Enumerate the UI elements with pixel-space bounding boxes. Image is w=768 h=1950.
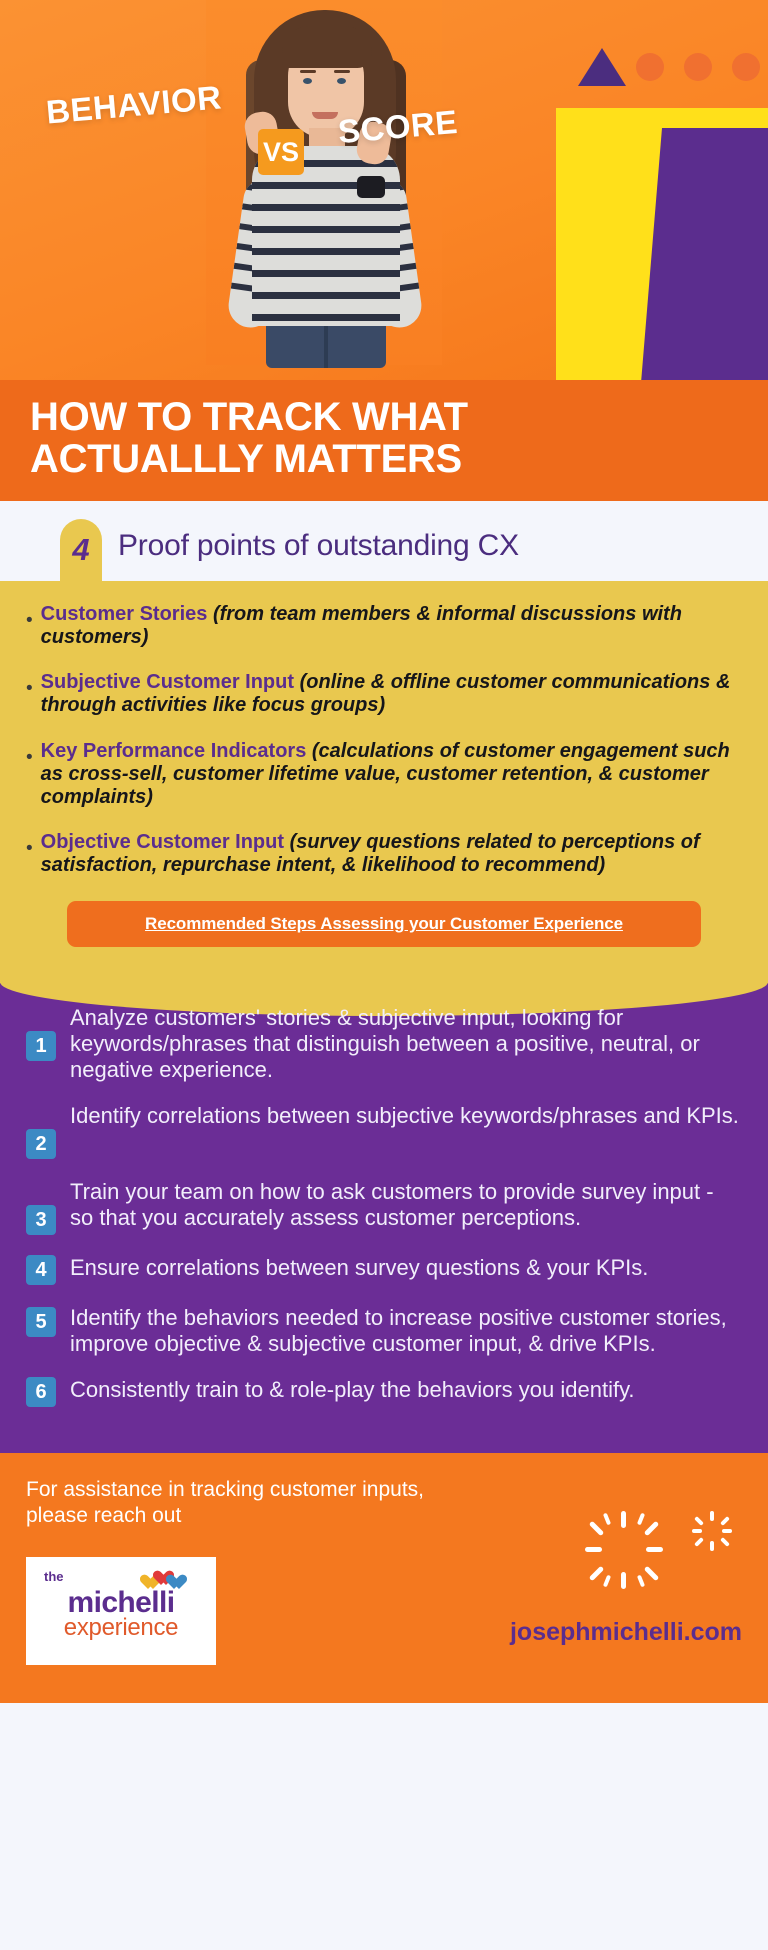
step-number-badge: 6 [26,1377,56,1408]
proof-points-section: • Customer Stories (from team members & … [0,580,768,984]
page-title: HOW TO TRACK WHAT ACTUALLLY MATTERS [30,396,738,481]
step-text: Identify correlations between subjective… [70,1103,739,1129]
cta-wrapper: Recommended Steps Assessing your Custome… [26,899,742,973]
list-item: • Subjective Customer Input (online & of… [26,671,742,717]
logo-experience: experience [63,1614,179,1642]
bullet-label: Subjective Customer Input [40,671,295,694]
list-item: 4 Ensure correlations between survey que… [26,1255,742,1286]
bullet-icon: • [26,609,33,631]
bullet-content: Customer Stories (from team members & in… [41,603,742,649]
sparkle-icon-small [692,1511,732,1552]
bullet-label: Customer Stories [40,602,208,625]
dot-icon-1 [636,53,664,81]
step-text: Identify the behaviors needed to increas… [70,1305,727,1357]
bullet-content: Key Performance Indicators (calculations… [41,740,742,810]
page-title-line2: ACTUALLLY MATTERS [30,437,462,482]
proof-count-badge: 4 [60,518,102,581]
step-text: Analyze customers' stories & subjective … [70,1005,700,1083]
woman-photo [206,0,442,368]
step-text: Consistently train to & role-play the be… [70,1377,635,1403]
footer-section: For assistance in tracking customer inpu… [0,1453,768,1704]
hero-label-vs: VS [258,129,304,175]
hero-section: BEHAVIOR VS SCORE [0,0,768,380]
recommended-steps-section: 1 Analyze customers' stories & subjectiv… [0,982,768,1454]
bullet-description: (online & offline customer communication… [40,671,731,717]
step-number-badge: 5 [26,1307,56,1338]
dot-icon-2 [684,53,712,81]
michelli-experience-logo: the michelli experience [26,1557,216,1666]
bullet-description: (survey questions related to perceptions… [40,831,700,877]
recommended-steps-button[interactable]: Recommended Steps Assessing your Custome… [67,901,701,948]
step-number-badge: 3 [26,1205,56,1236]
list-item: • Customer Stories (from team members & … [26,603,742,649]
step-number-badge: 2 [26,1129,56,1160]
list-item: • Key Performance Indicators (calculatio… [26,740,742,810]
bullet-label: Key Performance Indicators [40,739,307,762]
step-number-badge: 1 [26,1031,56,1062]
website-url[interactable]: josephmichelli.com [509,1618,742,1647]
proof-heading: Proof points of outstanding CX [118,528,519,562]
bullet-content: Subjective Customer Input (online & offl… [41,671,742,717]
list-item: 3 Train your team on how to ask customer… [26,1179,742,1236]
bullet-content: Objective Customer Input (survey questio… [41,831,742,877]
sparkle-icon-large [585,1511,663,1590]
logo-michelli: michelli [67,1586,176,1620]
bullet-icon: • [26,746,33,768]
bullet-icon: • [26,838,33,860]
proof-header: 4 Proof points of outstanding CX [0,500,768,581]
bullet-description: (calculations of customer engagement suc… [40,739,730,808]
assistance-text: For assistance in tracking customer inpu… [26,1478,424,1528]
dot-icon-3 [732,53,760,81]
step-text: Ensure correlations between survey quest… [70,1255,649,1281]
step-number-badge: 4 [26,1255,56,1286]
bullet-description: (from team members & informal discussion… [40,602,682,648]
bullet-icon: • [26,678,33,700]
list-item: 6 Consistently train to & role-play the … [26,1377,742,1408]
logo-the: the [44,1569,64,1585]
list-item: 2 Identify correlations between subjecti… [26,1103,742,1160]
step-text: Train your team on how to ask customers … [70,1179,714,1231]
page-title-line1: HOW TO TRACK WHAT [30,395,468,439]
bullet-label: Objective Customer Input [40,831,285,854]
list-item: • Objective Customer Input (survey quest… [26,831,742,877]
title-band: HOW TO TRACK WHAT ACTUALLLY MATTERS [0,380,768,501]
list-item: 5 Identify the behaviors needed to incre… [26,1305,742,1357]
triangle-icon [578,48,626,86]
list-item: 1 Analyze customers' stories & subjectiv… [26,1005,742,1083]
